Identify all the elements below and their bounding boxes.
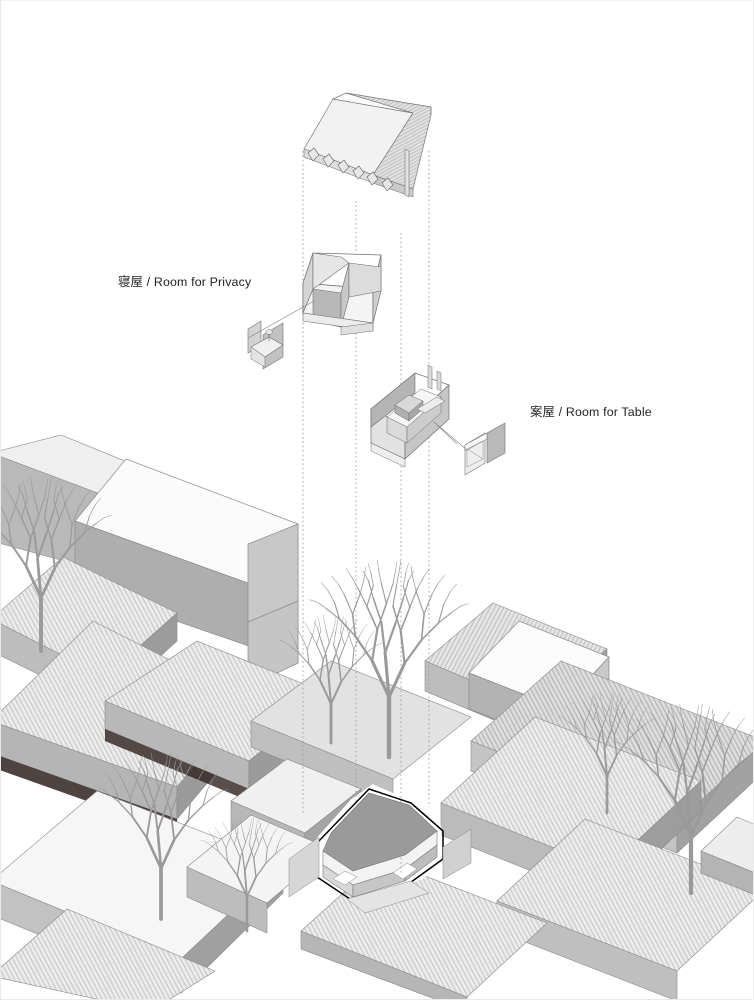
context-long-bar-bottom-left-2 [1,908,216,999]
exploded-table-screen [464,422,506,476]
exploded-gabled-roof [303,92,432,198]
label-leader-lines [247,300,468,451]
context-central-mass [250,660,472,806]
label-room-for-privacy: 寝屋 / Room for Privacy [118,274,252,289]
label-privacy-english: Room for Privacy [153,275,252,289]
site-building-outline [316,784,444,902]
context-building-white-block [74,458,299,688]
label-privacy-cjk: 寝屋 [118,274,144,289]
label-privacy-separator: / [143,275,154,289]
urban-context-roofscape [1,434,753,999]
label-room-for-table: 案屋 / Room for Table [530,404,652,419]
label-table-cjk: 案屋 [530,404,556,419]
label-table-english: Room for Table [565,405,652,419]
projection-lines [302,151,430,873]
exploded-lower-room-volume [370,364,450,468]
exploded-bed-furniture [247,320,284,370]
context-courtyard-walls [288,828,472,914]
label-table-separator: / [555,405,566,419]
context-small-right-far [700,816,753,895]
exploded-upper-room-volume [302,252,382,336]
